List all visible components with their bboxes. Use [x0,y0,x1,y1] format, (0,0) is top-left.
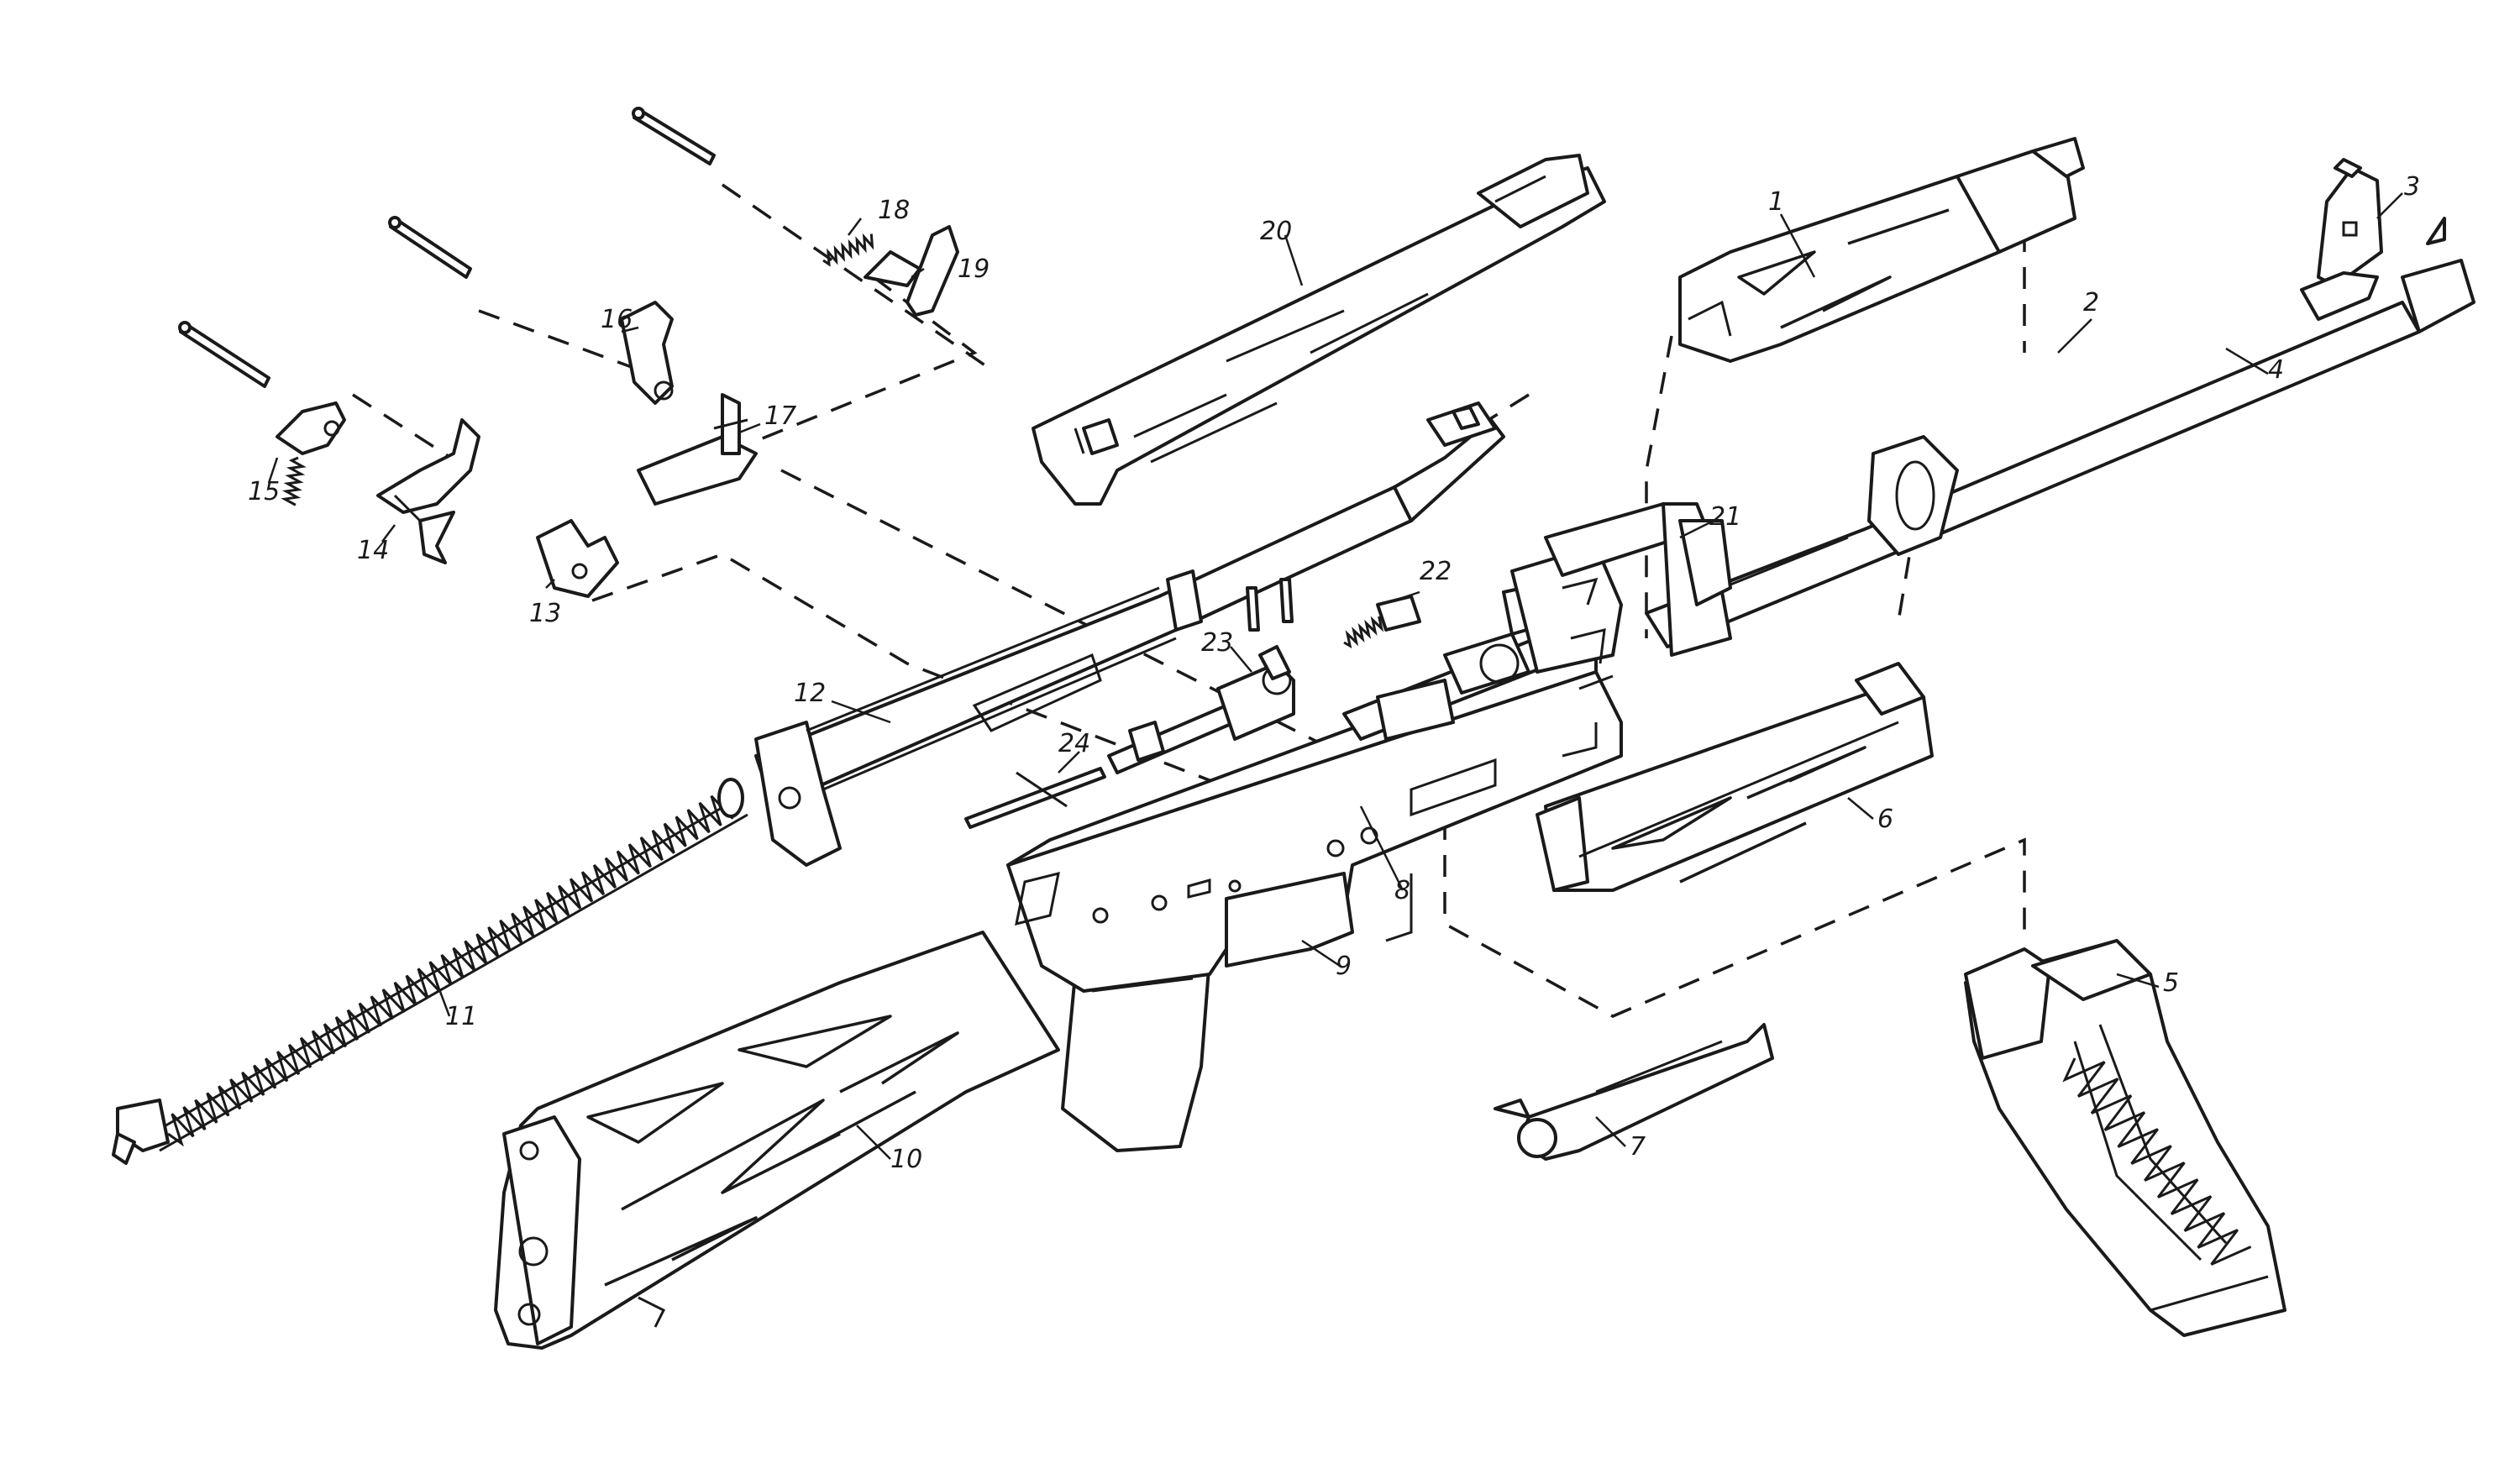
callout-12: 12 [794,679,826,708]
callout-10: 10 [890,1145,922,1174]
bayonet-part [1494,1023,1774,1161]
upper-handguard [1678,137,2085,363]
callout-16: 16 [601,305,633,334]
callout-11: 11 [445,1002,477,1031]
gas-tube-cover [1032,154,1606,506]
callout-8: 8 [1394,876,1410,905]
callout-17: 17 [764,401,796,431]
callout-3: 3 [2404,172,2420,202]
callout-1: 1 [1768,187,1784,217]
callout-6: 6 [1877,805,1893,834]
callout-18: 18 [878,196,910,225]
small-rod-parts [964,578,1421,829]
bolt-carrier [754,401,1505,867]
callout-5: 5 [2163,968,2179,998]
lower-handguard [1536,662,1934,892]
buttstock [494,931,1060,1350]
callout-24: 24 [1058,729,1090,758]
callout-22: 22 [1420,557,1452,586]
magazine [1964,939,2286,1337]
barrel-assembly [1645,158,2475,657]
trigger-group-parts [178,107,959,598]
callout-4: 4 [2268,355,2284,385]
callout-21: 21 [1709,502,1741,532]
callout-19: 19 [958,254,990,284]
recoil-spring [112,778,748,1165]
assembly-guide-lines [352,183,2026,1018]
callout-14: 14 [357,536,389,565]
callout-labels: 1 2 3 4 5 6 7 8 9 10 11 12 13 14 15 16 1… [248,172,2420,1174]
callout-7: 7 [1630,1132,1646,1162]
receiver [1006,637,1623,993]
callout-15: 15 [248,477,280,506]
callout-20: 20 [1260,217,1292,246]
callout-23: 23 [1201,628,1233,658]
callout-9: 9 [1336,952,1352,981]
leader-lines [267,192,2403,1160]
callout-2: 2 [2083,288,2099,317]
upper-receiver-parts [1342,502,1682,741]
callout-13: 13 [529,599,561,628]
